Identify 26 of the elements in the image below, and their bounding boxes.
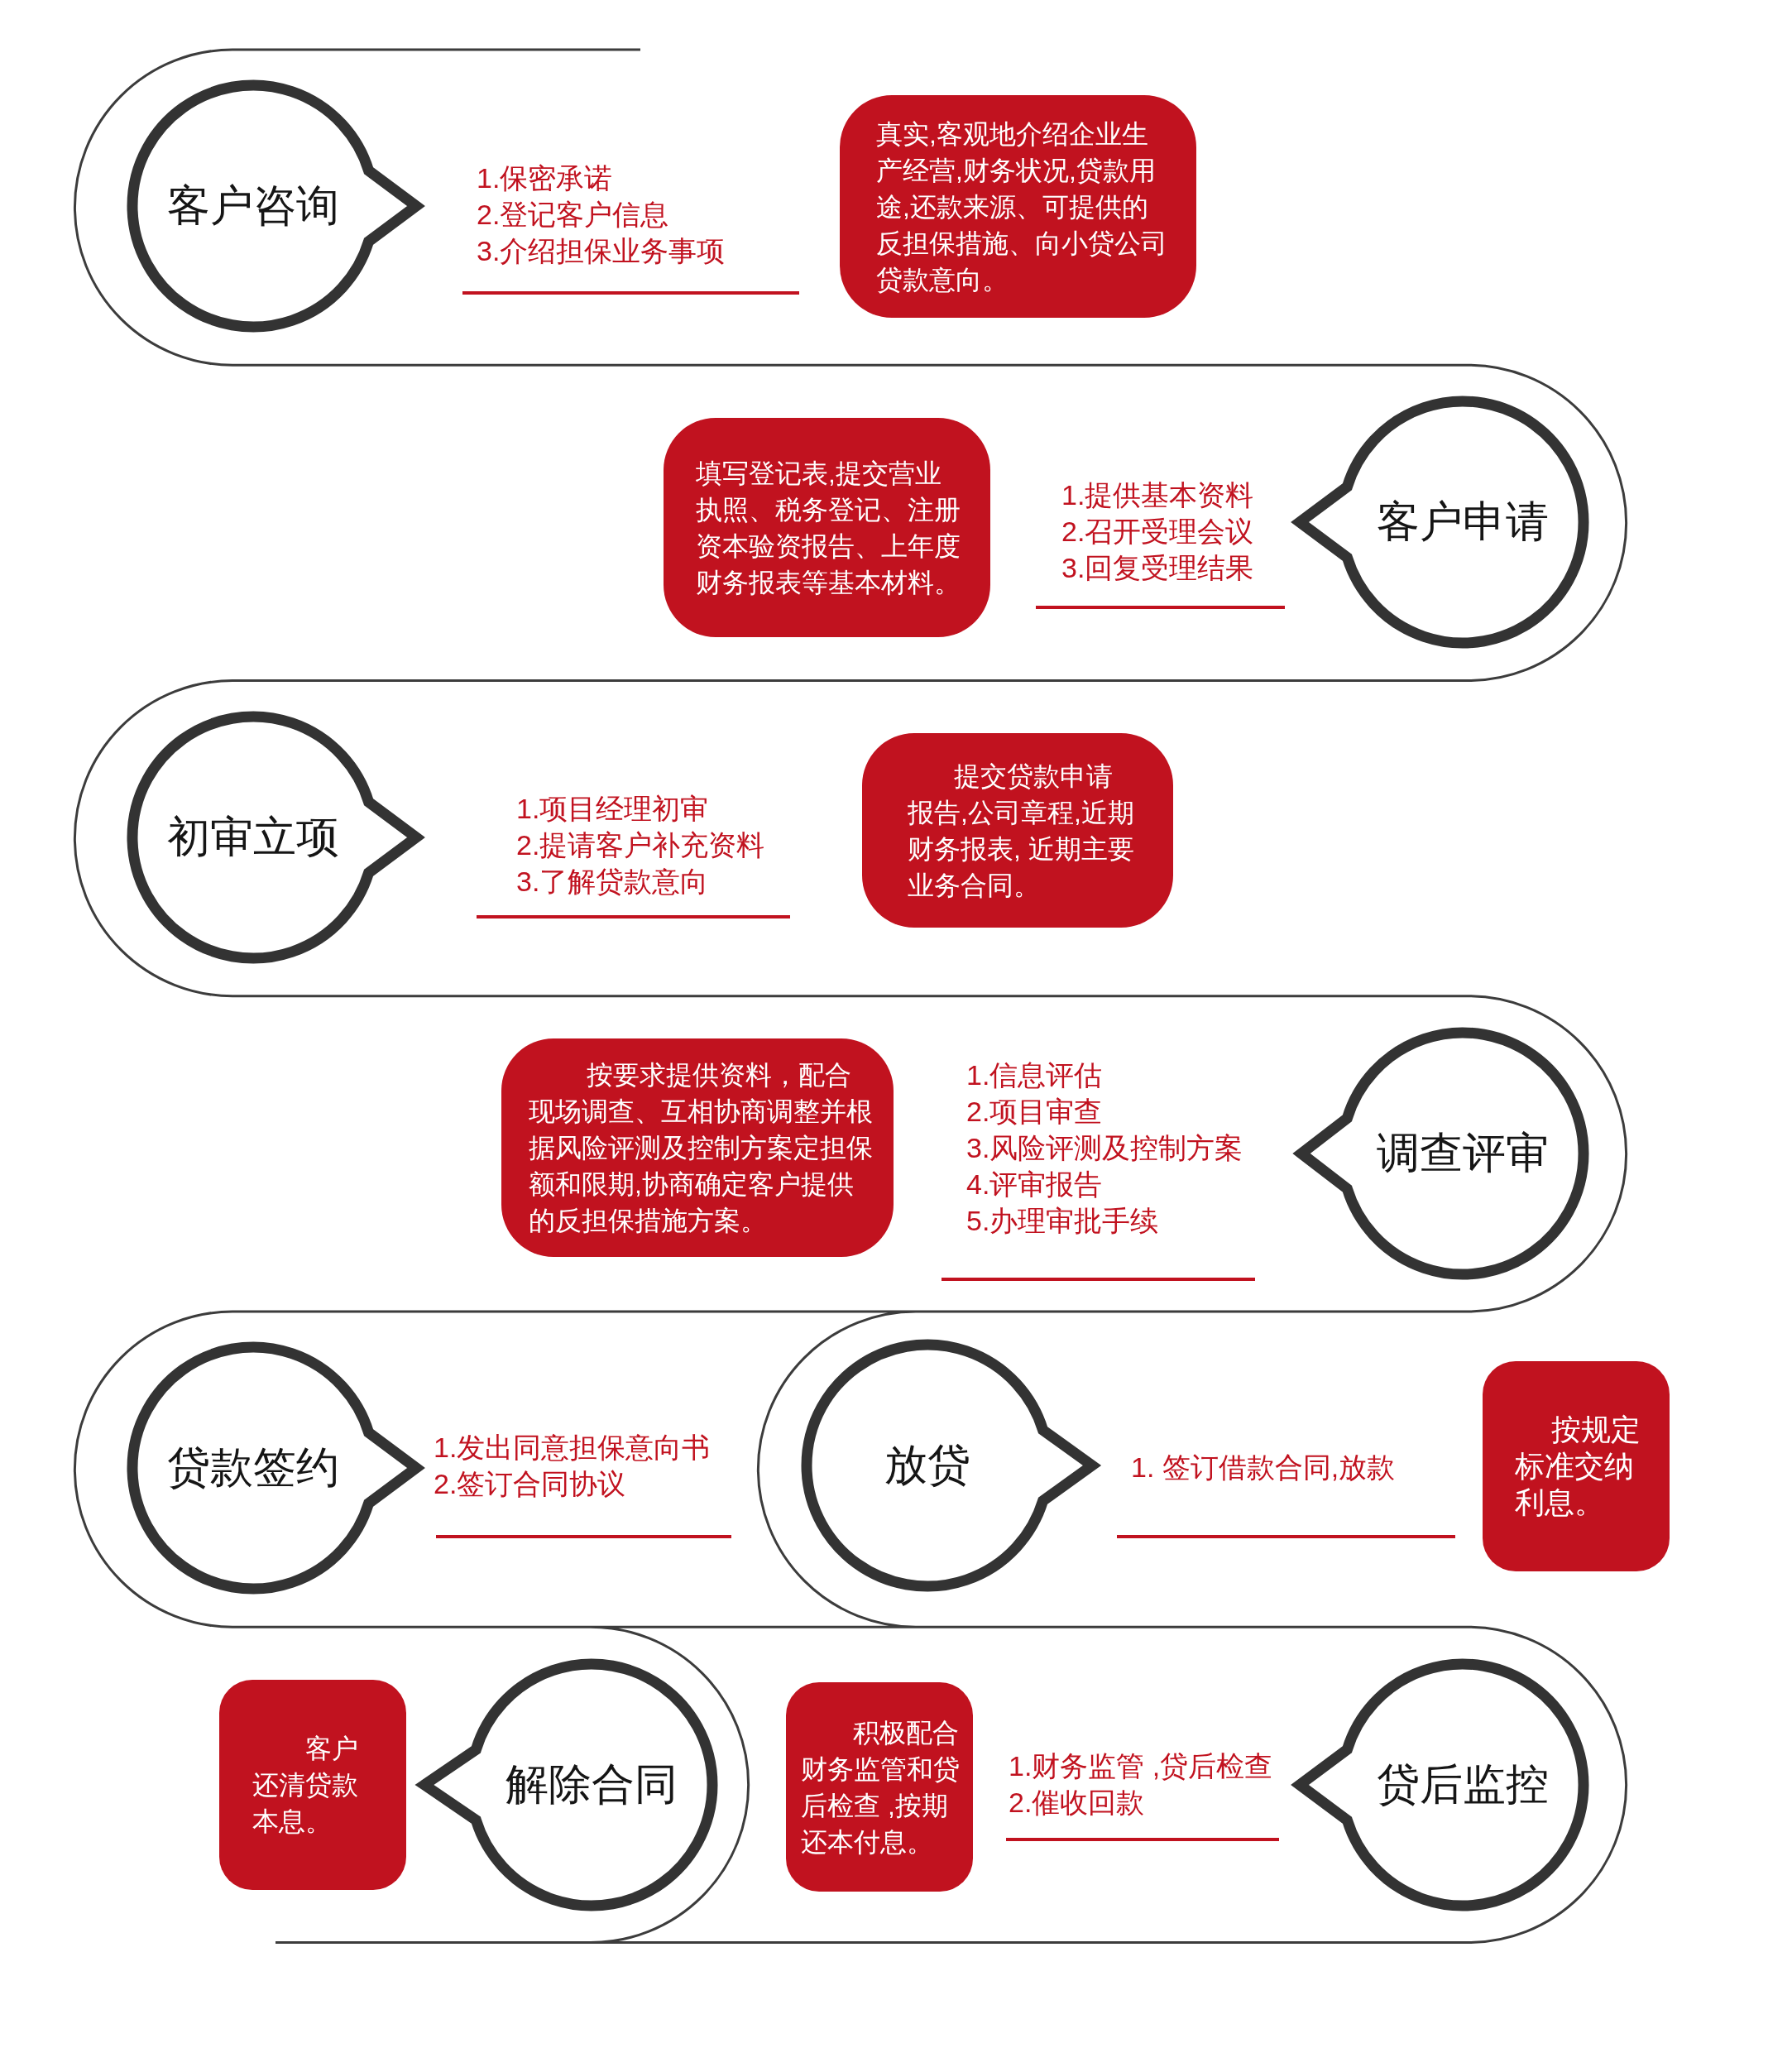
list-item: 3.了解贷款意向 xyxy=(516,865,709,899)
list-item: 1.保密承诺 xyxy=(477,161,613,195)
list-item: 1. 签订借款合同,放款 xyxy=(1131,1451,1396,1484)
note-box: 按规定标准交纳利息。 xyxy=(1483,1361,1670,1571)
note-box: 客户还清贷款本息。 xyxy=(219,1680,406,1890)
list-item: 3.介绍担保业务事项 xyxy=(477,234,726,268)
list-item: 2.催收回款 xyxy=(1009,1786,1145,1820)
list-item: 1.提供基本资料 xyxy=(1061,478,1254,512)
note-box: 提交贷款申请报告,公司章程,近期财务报表, 近期主要业务合同。 xyxy=(862,733,1173,928)
list-item: 1.发出同意担保意向书 xyxy=(434,1431,711,1465)
list-item: 2.召开受理会议 xyxy=(1061,515,1254,549)
note-box: 填写登记表,提交营业执照、税务登记、注册资本验资报告、上年度财务报表等基本材料。 xyxy=(664,418,990,637)
note-box: 积极配合财务监管和贷后检查 ,按期还本付息。 xyxy=(786,1682,973,1892)
list-item: 2.登记客户信息 xyxy=(477,198,669,232)
list-item: 1.财务监管 ,贷后检查 xyxy=(1009,1749,1273,1783)
note-box: 真实,客观地介绍企业生产经营,财务状况,贷款用途,还款来源、可提供的反担保措施、向小贷公司贷款意向。 xyxy=(840,95,1196,318)
list-item: 1.项目经理初审 xyxy=(516,792,709,826)
list-item: 2.签订合同协议 xyxy=(434,1467,626,1501)
list-item: 3.回复受理结果 xyxy=(1061,551,1254,585)
list-item: 3.风险评测及控制方案 xyxy=(966,1131,1243,1165)
list-item: 4.评审报告 xyxy=(966,1168,1103,1201)
list-item: 2.提请客户补充资料 xyxy=(516,828,765,862)
list-item: 2.项目审查 xyxy=(966,1095,1103,1129)
list-item: 5.办理审批手续 xyxy=(966,1204,1159,1238)
list-item: 1.信息评估 xyxy=(966,1058,1103,1092)
note-box: 按要求提供资料，配合现场调查、互相协商调整并根据风险评测及控制方案定担保额和限期,协商确定客户提供的反担保措施方案。 xyxy=(501,1038,894,1257)
